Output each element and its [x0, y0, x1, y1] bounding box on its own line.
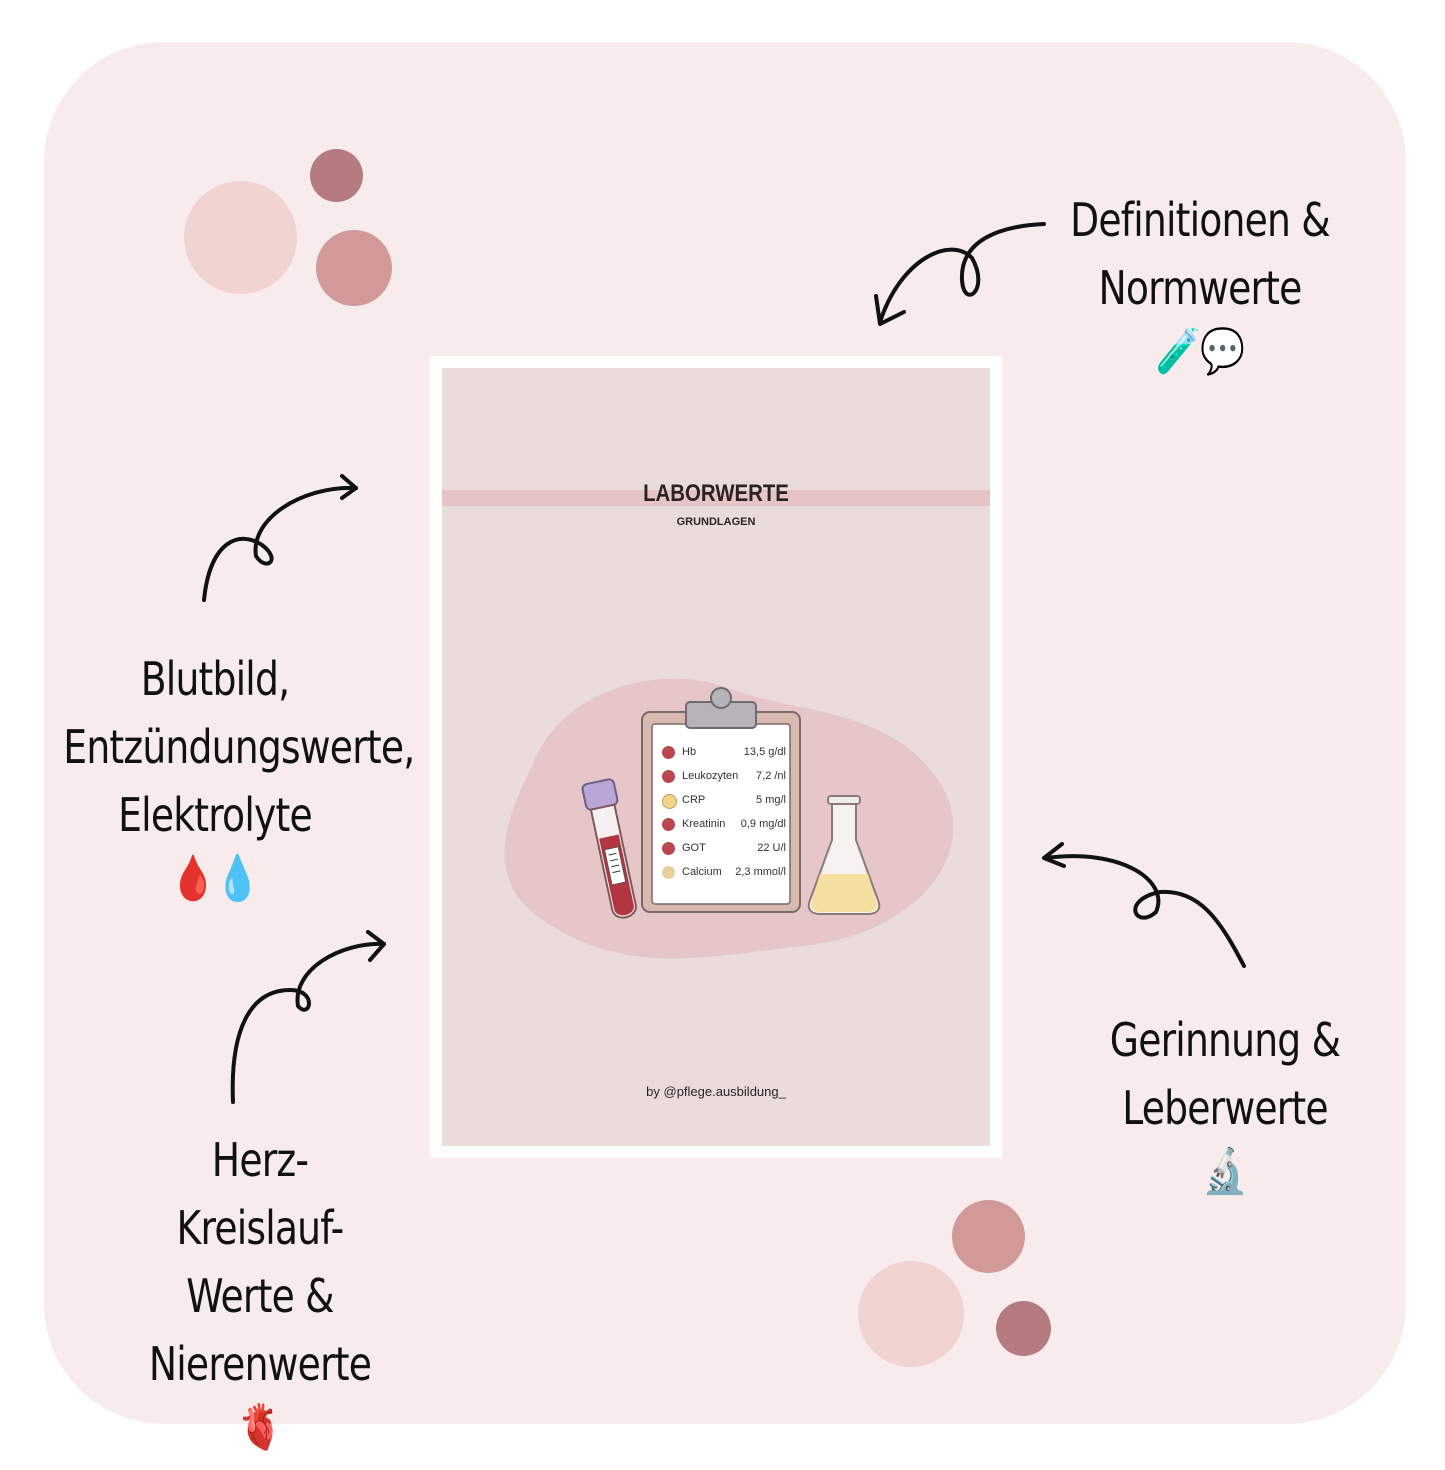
- cover-page: LABORWERTE GRUNDLAGEN Hb 13,5 g/dl Leuko…: [442, 368, 990, 1146]
- decor-dot-dark: [310, 149, 363, 202]
- label-definitionen: Definitionen & Normwerte 🧪💬: [1069, 186, 1331, 382]
- label-line: Blutbild,: [140, 652, 290, 706]
- label-line: Elektrolyte: [118, 788, 313, 842]
- lab-row: Leukozyten 7,2 /nl: [660, 768, 786, 786]
- label-line: Normwerte: [1098, 261, 1302, 315]
- cover-subtitle: GRUNDLAGEN: [676, 516, 756, 528]
- lab-name: Kreatinin: [682, 818, 726, 830]
- label-line: Entzündungswerte,: [63, 720, 415, 774]
- decor-dot-light: [184, 181, 297, 294]
- decor-dot-mid: [952, 1200, 1025, 1273]
- anatomical-heart-icon: 🫀: [237, 1402, 283, 1453]
- label-herz: Herz-Kreislauf- Werte & Nierenwerte 🫀: [129, 1126, 391, 1458]
- label-line: Leberwerte: [1122, 1081, 1328, 1135]
- lab-name: CRP: [682, 794, 706, 806]
- cover-byline: by @pflege.ausbildung_: [646, 1084, 786, 1099]
- lab-row: Calcium 2,3 mmol/l: [660, 864, 786, 882]
- lab-row: Hb 13,5 g/dl: [660, 744, 786, 762]
- crp-circle-icon: [662, 794, 677, 809]
- lab-value: 2,3 mmol/l: [735, 866, 786, 878]
- blood-drop-icon: [662, 746, 675, 759]
- lab-name: Calcium: [682, 866, 722, 878]
- label-line: Herz-Kreislauf-: [176, 1133, 345, 1255]
- cover-title: LABORWERTE: [643, 480, 789, 507]
- bone-icon: [662, 866, 675, 879]
- lab-name: GOT: [682, 842, 706, 854]
- label-line: Nierenwerte: [148, 1337, 372, 1391]
- lab-value: 0,9 mg/dl: [740, 818, 786, 830]
- kidney-icon: [662, 818, 675, 831]
- lab-value: 22 U/l: [757, 842, 786, 854]
- blood-tube-illustration: [581, 778, 637, 919]
- blood-drop-water-drop-icon: 🩸💧: [170, 853, 260, 904]
- label-line: Werte &: [186, 1269, 334, 1323]
- decor-dot-mid: [316, 230, 392, 306]
- lab-value: 7,2 /nl: [756, 770, 786, 782]
- decor-dot-dark: [996, 1301, 1051, 1356]
- lab-value: 5 mg/l: [756, 794, 786, 806]
- lab-name: Leukozyten: [682, 770, 739, 782]
- label-line: Definitionen &: [1070, 193, 1331, 247]
- cells-icon: [662, 770, 675, 783]
- lab-name: Hb: [682, 746, 697, 758]
- clipboard-illustration: [641, 687, 801, 913]
- lab-row: GOT 22 U/l: [660, 840, 786, 858]
- title-band: [442, 490, 990, 506]
- lab-value: 13,5 g/dl: [743, 746, 786, 758]
- flask-illustration: [807, 795, 881, 915]
- booklet-cover: LABORWERTE GRUNDLAGEN Hb 13,5 g/dl Leuko…: [430, 356, 1002, 1158]
- lab-row: CRP 5 mg/l: [660, 792, 786, 810]
- label-line: Gerinnung &: [1109, 1013, 1341, 1067]
- microscope-icon: 🔬: [1202, 1146, 1248, 1197]
- liver-icon: [662, 842, 675, 855]
- label-gerinnung: Gerinnung & Leberwerte 🔬: [1106, 1006, 1344, 1202]
- decor-dot-light: [858, 1261, 964, 1367]
- test-tube-speech-icon: 🧪💬: [1155, 326, 1245, 377]
- label-blutbild: Blutbild, Entzündungswerte, Elektrolyte …: [63, 645, 415, 909]
- lab-row: Kreatinin 0,9 mg/dl: [660, 816, 786, 834]
